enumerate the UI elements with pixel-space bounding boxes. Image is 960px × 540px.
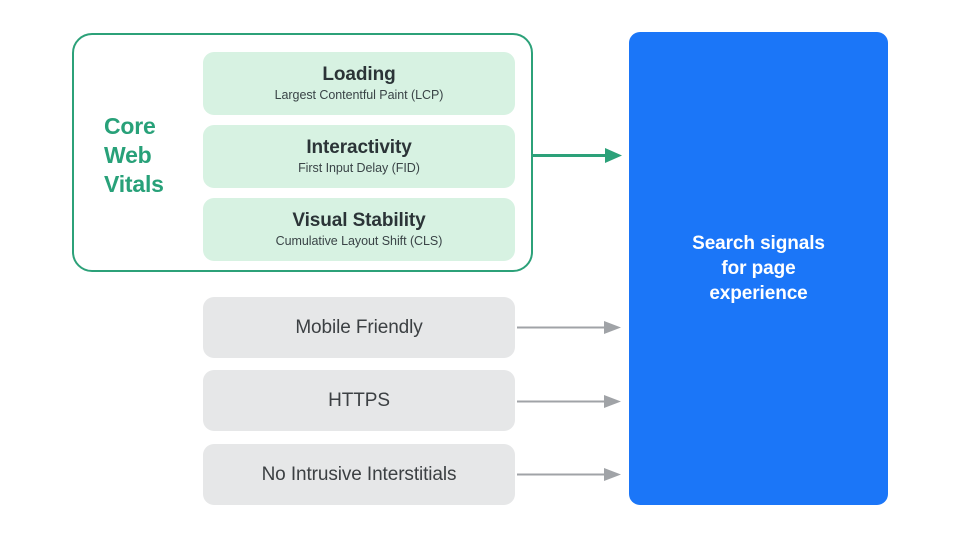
core-web-vitals-label-line-1: Core xyxy=(104,113,156,139)
vital-card-title: Interactivity xyxy=(306,137,412,158)
https-arrow xyxy=(517,395,621,408)
signal-card-mobile-friendly: Mobile Friendly xyxy=(203,297,515,358)
core-web-vitals-group xyxy=(72,33,533,272)
vital-card-visual-stability: Visual Stability Cumulative Layout Shift… xyxy=(203,198,515,261)
vital-card-subtitle: First Input Delay (FID) xyxy=(298,161,420,175)
vital-card-title: Loading xyxy=(322,64,396,85)
signal-card-https: HTTPS xyxy=(203,370,515,431)
signal-card-label: HTTPS xyxy=(328,390,390,411)
core-web-vitals-label-line-3: Vitals xyxy=(104,171,164,197)
no-intrusive-interstitials-arrow xyxy=(517,468,621,481)
core-web-vitals-arrow xyxy=(533,148,622,163)
vital-card-title: Visual Stability xyxy=(292,210,426,231)
search-signals-text: Search signals for page experience xyxy=(672,231,845,306)
core-web-vitals-label-line-2: Web xyxy=(104,142,152,168)
signal-card-label: No Intrusive Interstitials xyxy=(261,464,457,485)
search-signals-line-1: Search signals xyxy=(692,233,825,254)
search-signals-line-3: experience xyxy=(709,283,808,304)
signal-card-no-intrusive-interstitials: No Intrusive Interstitials xyxy=(203,444,515,505)
core-web-vitals-label: Core Web Vitals xyxy=(104,112,196,199)
search-signals-line-2: for page xyxy=(721,258,796,279)
vital-card-subtitle: Cumulative Layout Shift (CLS) xyxy=(275,234,443,248)
vital-card-loading: Loading Largest Contentful Paint (LCP) xyxy=(203,52,515,115)
vital-card-subtitle: Largest Contentful Paint (LCP) xyxy=(274,88,444,102)
vital-card-interactivity: Interactivity First Input Delay (FID) xyxy=(203,125,515,188)
search-signals-box: Search signals for page experience xyxy=(629,32,888,505)
signal-card-label: Mobile Friendly xyxy=(295,317,423,338)
mobile-friendly-arrow xyxy=(517,321,621,334)
